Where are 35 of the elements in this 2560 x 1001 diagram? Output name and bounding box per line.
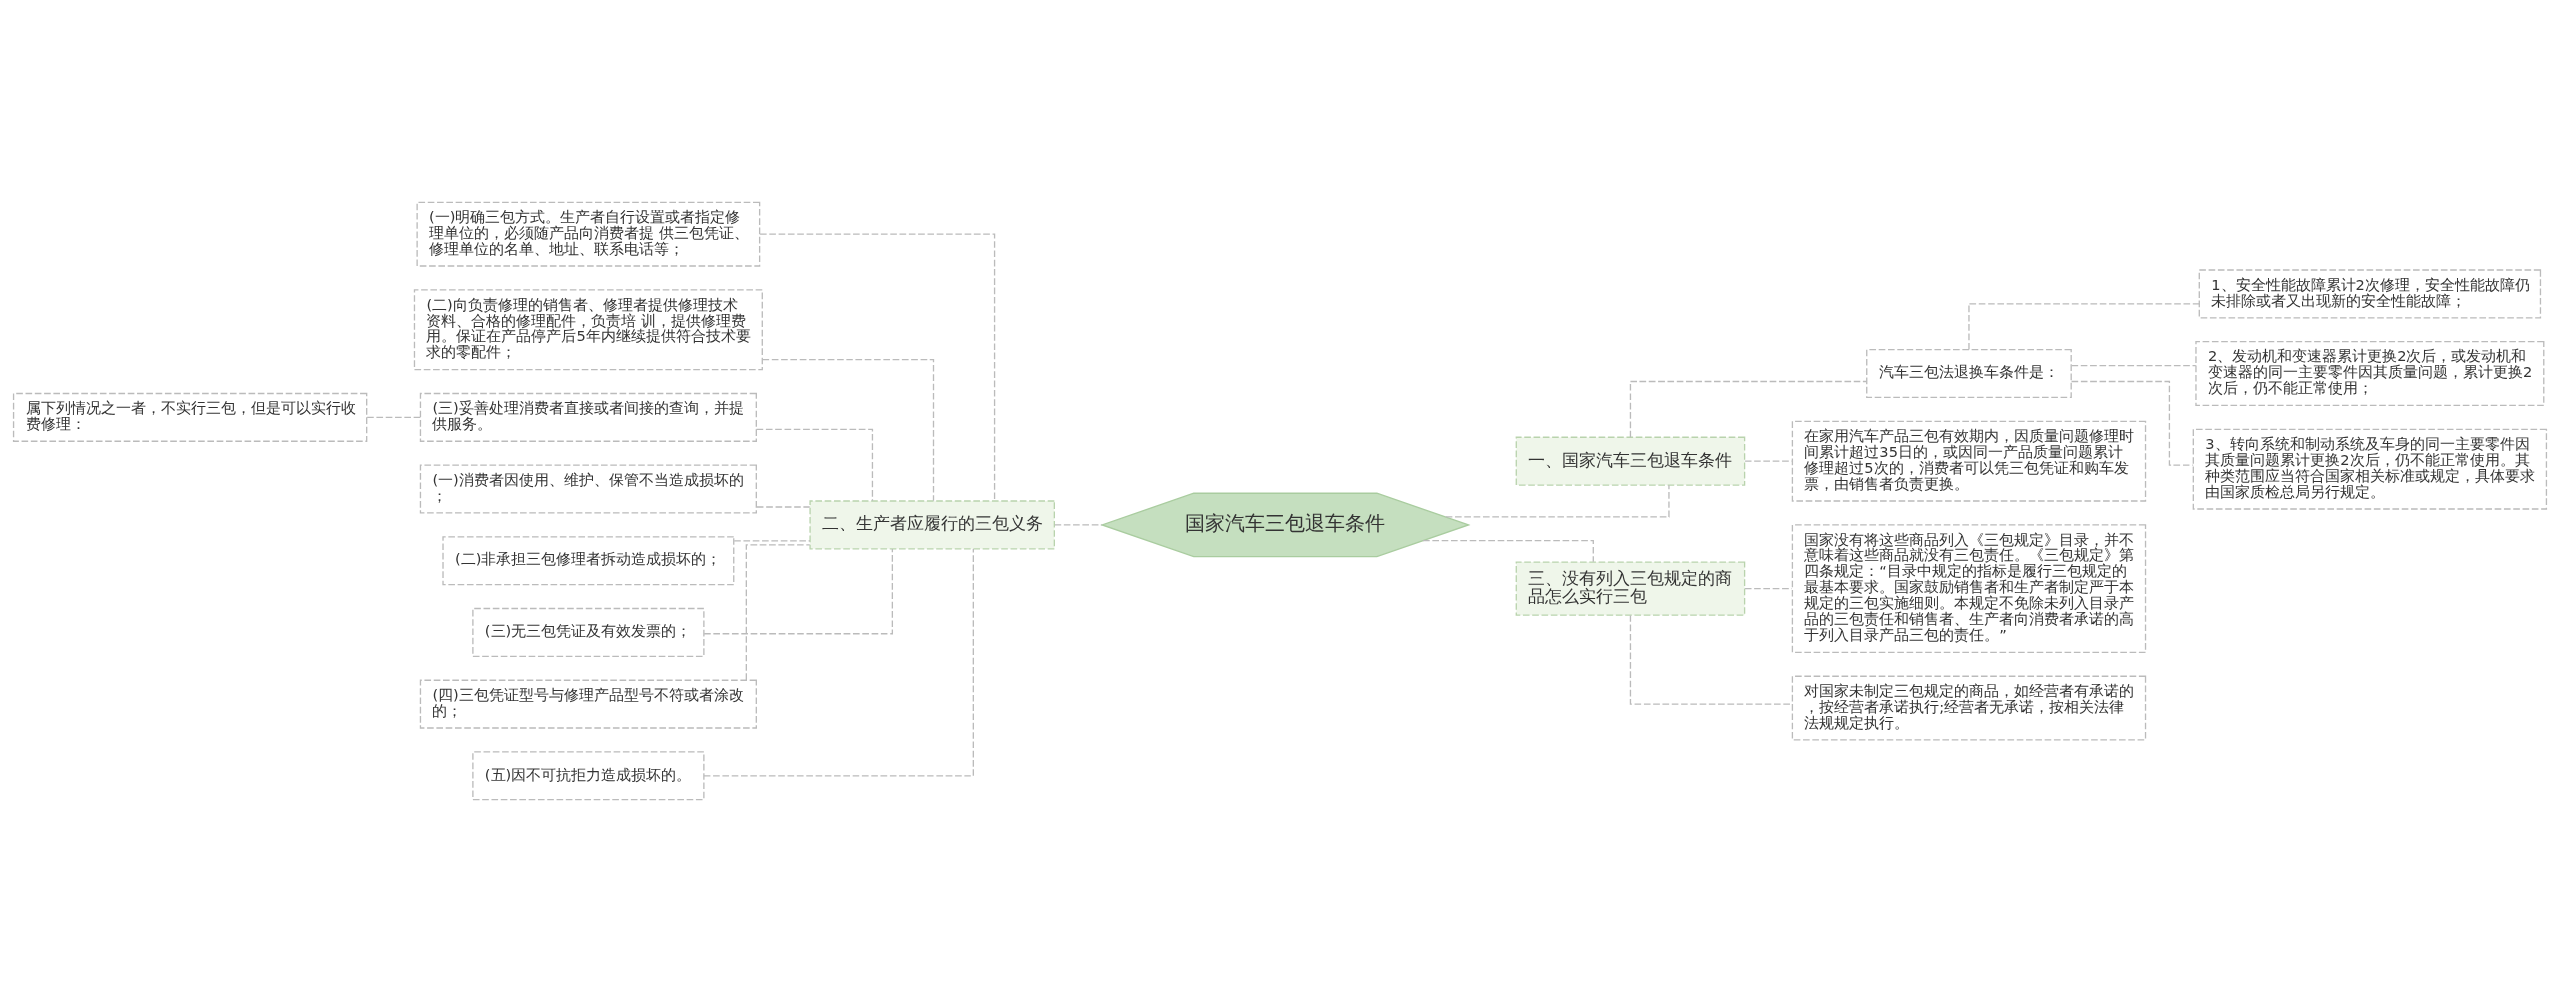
- node-box: (二)向负责修理的销售者、修理者提供修理技术资料、合格的修理配件，负责培 训，提供修理费用。保证在产品停产后5年内继续提供符合技术要求的零配件；: [413, 288, 763, 370]
- connector: [703, 547, 974, 776]
- node-box: (五)因不可抗拒力造成损坏的。: [472, 750, 705, 800]
- node-box: (三)无三包凭证及有效发票的；: [472, 607, 705, 657]
- connector: [2071, 364, 2197, 366]
- connector: [745, 543, 811, 681]
- node-box: (一)明确三包方式。生产者自行设置或者指定修理单位的，必须随产品向消费者提 供三包凭证、修理单位的名单、地址、联系电话等；: [416, 201, 761, 267]
- connector: [1422, 539, 1594, 562]
- node-box: 1、安全性能故障累计2次修理，安全性能故障仍未排除或者又出现新的安全性能故障；: [2198, 268, 2542, 318]
- node-box: (三)妥善处理消费者直接或者间接的查询，并提供服务。: [419, 392, 757, 442]
- connector: [756, 505, 811, 508]
- node-box: 对国家未制定三包规定的商品，如经营者有承诺的，按经营者承诺执行;经营者无承诺，按相关法律法规规定执行。: [1791, 675, 2147, 741]
- connector: [1054, 523, 1103, 526]
- connector: [1629, 380, 1868, 438]
- connector: [703, 547, 893, 634]
- connector: [759, 233, 996, 501]
- node-box: (一)消费者因使用、维护、保管不当造成损坏的；: [419, 464, 757, 514]
- node-box: 3、转向系统和制动系统及车身的同一主要零件因其质量问题累计更换2次后，仍不能正常使用。其种类范围应当符合国家相关标准或规定，具体要求由国家质检总局另行规定。: [2192, 428, 2548, 510]
- node-box: (二)非承担三包修理者拆动造成损坏的；: [442, 535, 735, 585]
- connector: [1445, 484, 1670, 518]
- connector: [1629, 614, 1793, 705]
- connector: [1968, 302, 2200, 350]
- connector: [755, 428, 874, 501]
- node-box: 2、发动机和变速器累计更换2次后，或发动机和变速器的同一主要零件因其质量问题，累计更换2次后，仍不能正常使用；: [2195, 340, 2545, 406]
- node-box: 一、国家汽车三包退车条件: [1515, 436, 1746, 486]
- node-box: (四)三包凭证型号与修理产品型号不符或者涂改的；: [419, 679, 757, 729]
- connector: [733, 539, 811, 541]
- connector: [761, 358, 935, 502]
- connector: [366, 416, 421, 418]
- node-box: 二、生产者应履行的三包义务: [809, 499, 1055, 549]
- node-box: 三、没有列入三包规定的商品怎么实行三包: [1515, 560, 1746, 616]
- node-box: 属下列情况之一者，不实行三包，但是可以实行收费修理：: [12, 392, 368, 442]
- node-box: 国家没有将这些商品列入《三包规定》目录，并不意味着这些商品就没有三包责任。《三包规定》第四条规定：“目录中规定的指标是履行三包规定的最基本要求。国家鼓励销售者和生产者制定严于本规定的三包实施细则。本规定不免除未列入目录产品的三包责任和销售者、生产者向消费者承诺的高于列入目录产品三包的责任。”: [1791, 523, 2147, 653]
- node-box: 汽车三包法退换车条件是：: [1866, 348, 2072, 398]
- node-box: 在家用汽车产品三包有效期内，因质量问题修理时间累计超过35日的，或因同一产品质量问题累计修理超过5次的，消费者可以凭三包凭证和购车发票，由销售者负责更换。: [1791, 420, 2147, 502]
